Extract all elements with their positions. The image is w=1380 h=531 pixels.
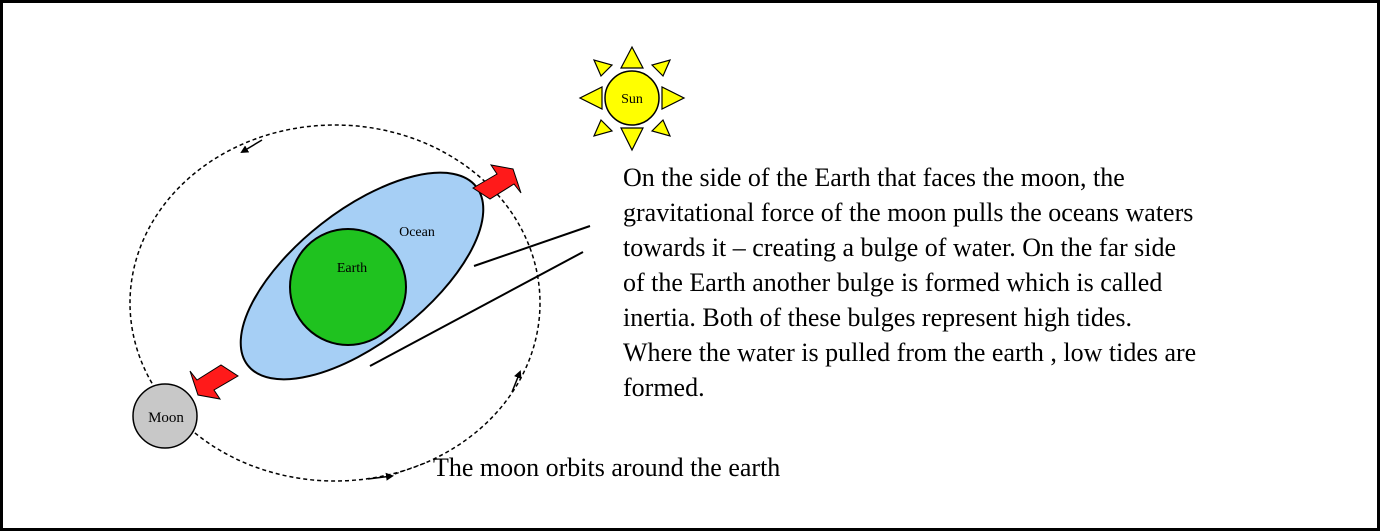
callout-line-lower (369, 251, 584, 367)
moon-icon (132, 383, 198, 449)
sun-label: Sun (621, 92, 643, 107)
orbit-direction-arrows (240, 139, 522, 481)
orbit-arrow-bottom (367, 472, 394, 481)
force-arrow-toward-sun-icon (472, 164, 522, 200)
orbit-arrow-right (511, 370, 522, 393)
tides-explanation-text: On the side of the Earth that faces the … (623, 163, 1197, 402)
callout-line-upper (473, 225, 591, 267)
moon-label: Moon (148, 410, 184, 426)
earth-icon (289, 228, 407, 346)
sun-icon (578, 45, 686, 152)
orbit-arrow-top (240, 139, 263, 154)
moon-orbit (129, 124, 541, 482)
orbit-caption: The moon orbits around the earth (433, 453, 781, 482)
earth-label: Earth (337, 261, 367, 276)
ocean-label: Ocean (399, 225, 435, 240)
orbit-caption-connector (394, 461, 429, 475)
force-arrow-toward-moon-icon (189, 364, 239, 400)
